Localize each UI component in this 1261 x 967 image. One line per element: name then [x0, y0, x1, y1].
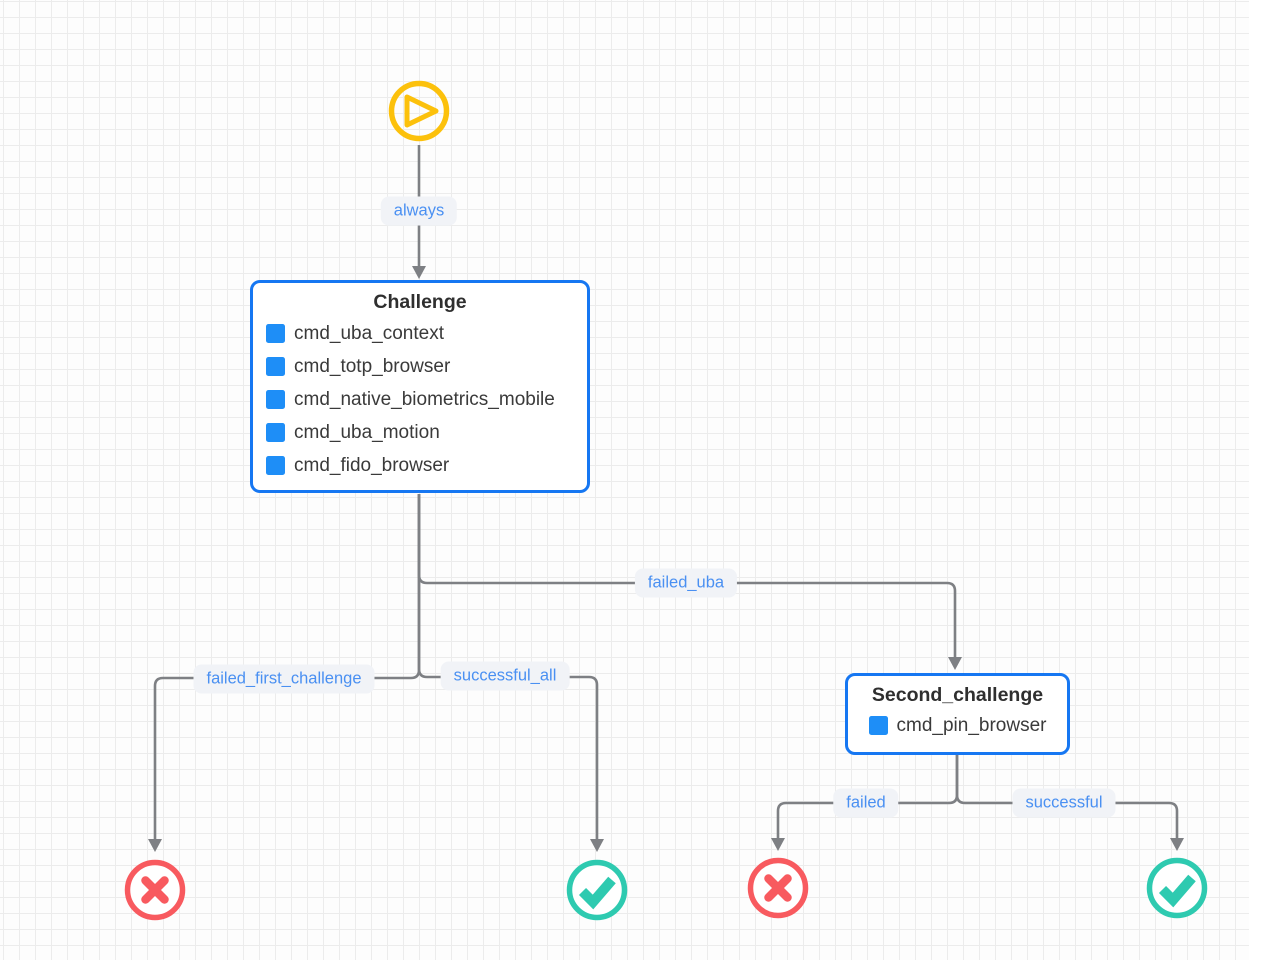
command-item[interactable]: cmd_totp_browser	[266, 350, 587, 383]
edge-label-failed-uba[interactable]: failed_uba	[634, 568, 738, 598]
edge-label-successful[interactable]: successful	[1012, 788, 1116, 818]
command-item[interactable]: cmd_pin_browser	[868, 709, 1047, 742]
check-icon	[1146, 857, 1208, 919]
play-icon	[388, 80, 450, 142]
start-node[interactable]	[386, 78, 452, 144]
arrowhead-successful-all	[590, 839, 604, 852]
node-second-challenge[interactable]: Second_challenge cmd_pin_browser	[845, 673, 1070, 755]
edge-label-successful-all[interactable]: successful_all	[440, 661, 570, 691]
command-item[interactable]: cmd_uba_motion	[266, 416, 587, 449]
command-item[interactable]: cmd_native_biometrics_mobile	[266, 383, 587, 416]
fail-terminal-left[interactable]	[124, 859, 186, 921]
fail-terminal-right[interactable]	[747, 857, 809, 919]
node-challenge[interactable]: Challenge cmd_uba_context cmd_totp_brows…	[250, 280, 590, 493]
command-label: cmd_native_biometrics_mobile	[294, 388, 555, 410]
arrowhead-failed	[771, 838, 785, 851]
command-label: cmd_uba_motion	[294, 421, 440, 443]
command-item[interactable]: cmd_fido_browser	[266, 449, 587, 482]
blue-square-icon	[868, 716, 888, 735]
edge-label-failed-first-challenge[interactable]: failed_first_challenge	[193, 664, 375, 694]
blue-square-icon	[266, 324, 285, 343]
arrowhead-failed-uba	[948, 657, 962, 670]
blue-square-icon	[266, 456, 285, 475]
blue-square-icon	[266, 357, 285, 376]
x-icon	[747, 857, 809, 919]
edge-label-failed[interactable]: failed	[833, 788, 899, 818]
check-icon	[566, 859, 628, 921]
x-icon	[124, 859, 186, 921]
success-terminal-right[interactable]	[1146, 857, 1208, 919]
node-title: Second_challenge	[871, 684, 1044, 706]
command-label: cmd_pin_browser	[896, 714, 1047, 736]
blue-square-icon	[266, 390, 285, 409]
arrowhead-always	[412, 266, 426, 279]
arrowhead-failed-first-challenge	[148, 839, 162, 852]
blue-square-icon	[266, 423, 285, 442]
command-label: cmd_uba_context	[294, 322, 444, 344]
command-list: cmd_uba_context cmd_totp_browser cmd_nat…	[266, 317, 587, 482]
command-label: cmd_fido_browser	[294, 454, 450, 476]
command-label: cmd_totp_browser	[294, 355, 451, 377]
arrowhead-successful	[1170, 838, 1184, 851]
command-list: cmd_pin_browser	[868, 709, 1047, 742]
success-terminal-left[interactable]	[566, 859, 628, 921]
edge-label-always[interactable]: always	[380, 196, 458, 226]
node-title: Challenge	[373, 291, 467, 313]
command-item[interactable]: cmd_uba_context	[266, 317, 587, 350]
